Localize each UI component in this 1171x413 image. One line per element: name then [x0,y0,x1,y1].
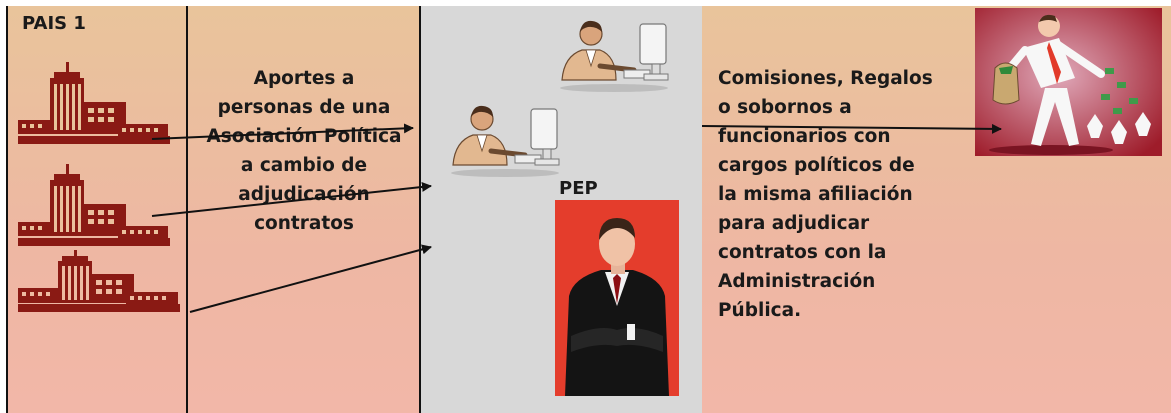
text-line: contratos con la [718,242,887,263]
bribes-text: Comisiones, Regalos o sobornos a funcion… [718,64,968,325]
building-icon [18,62,170,144]
building-icon [18,250,180,312]
divider-line [186,6,188,413]
arrow [701,123,1002,134]
text-line: contratos [254,213,354,234]
text-line: a cambio de [240,155,368,176]
arrow [151,181,432,217]
text-line: funcionarios con [718,126,891,147]
divider-line [419,6,421,413]
text-line: cargos políticos de [718,155,915,176]
bribery-illustration [975,8,1162,156]
text-line: Pública. [718,300,802,321]
text-line: Comisiones, Regalos [718,68,933,89]
businessman-portrait-icon [555,200,679,396]
arrow [189,244,432,313]
arrow [151,123,414,140]
text-line: Aportes a [253,68,355,89]
text-line: adjudicación [238,184,370,205]
contributions-text: Aportes a personas de una Asociación Pol… [192,64,416,238]
left-border-line [6,6,8,413]
businessman-computer-icon [560,20,669,92]
pep-label: PEP [559,178,598,199]
text-line: para adjudicar [718,213,870,234]
country-title: PAIS 1 [22,13,86,34]
text-line: la misma afiliación [718,184,913,205]
building-icon [18,164,170,246]
text-line: o sobornos a [718,97,852,118]
text-line: Administración [718,271,876,292]
text-line: personas de una [217,97,391,118]
businessman-computer-icon [451,105,560,177]
